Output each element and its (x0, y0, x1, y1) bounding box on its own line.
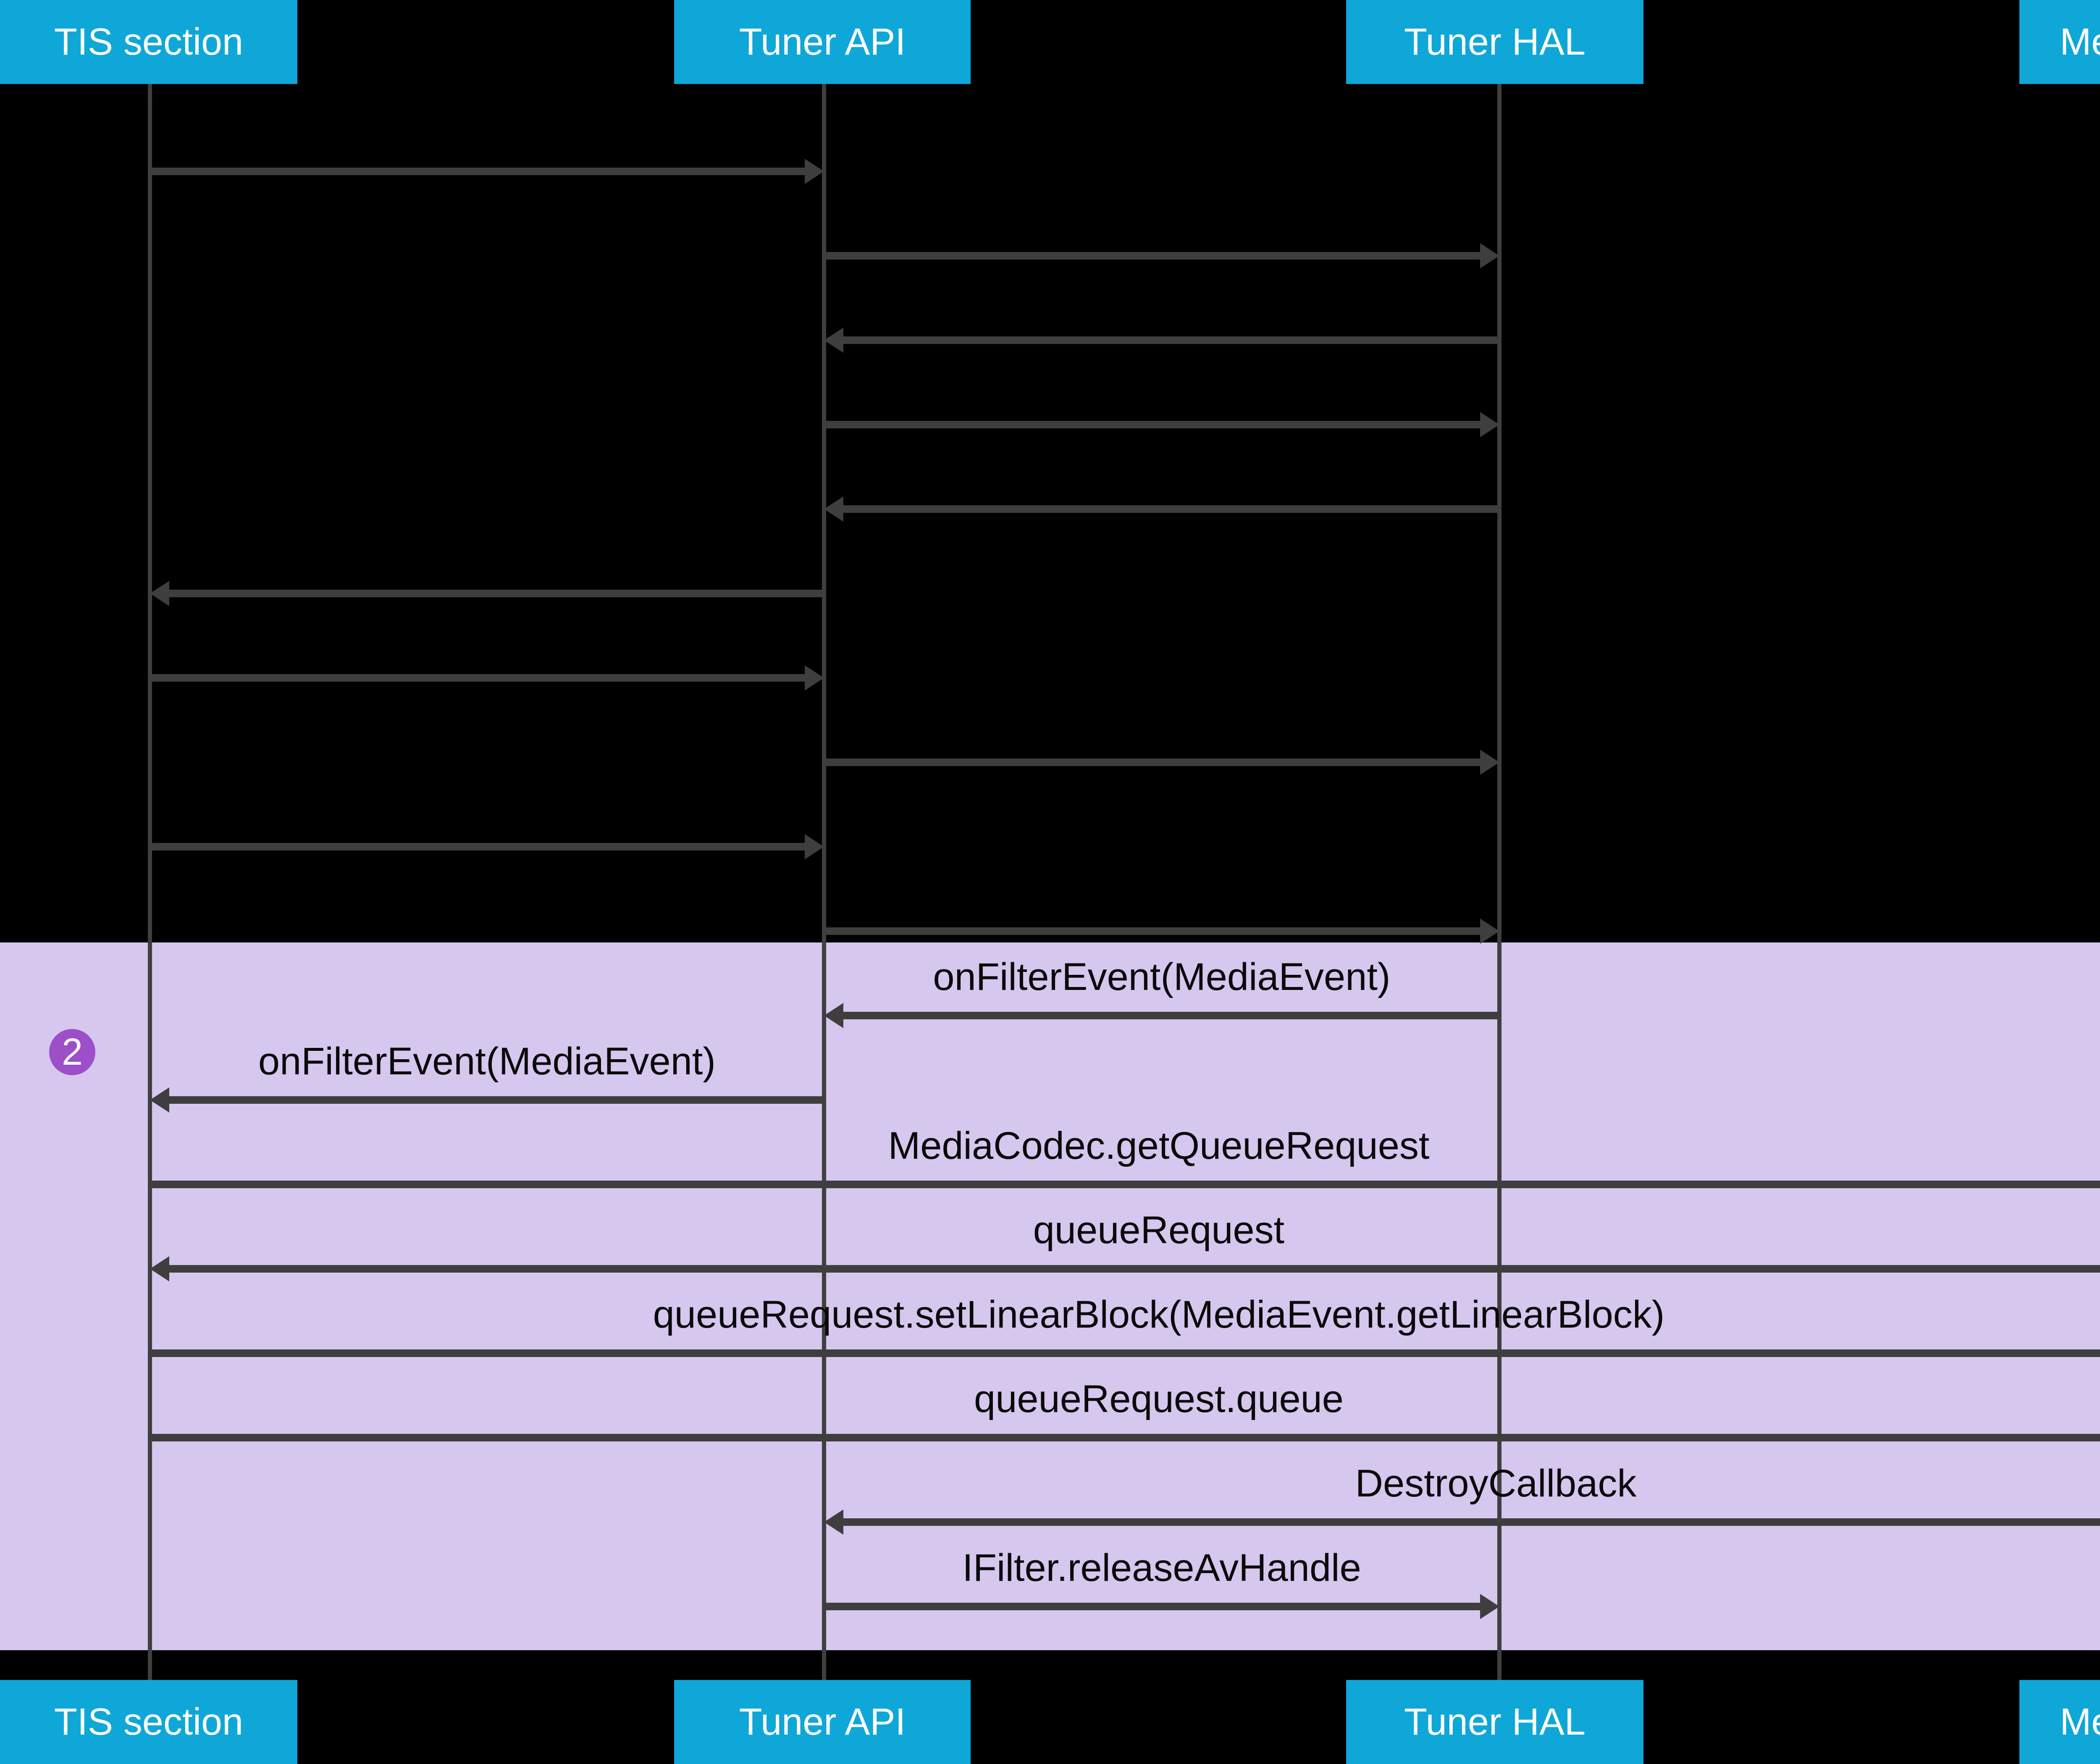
message-arrow (150, 674, 807, 682)
arrowhead-right-icon (1480, 243, 1499, 268)
arrowhead-left-icon (150, 581, 169, 606)
message-arrow (841, 1518, 2100, 1526)
actor-header-mediacodec-top: MediaCodec (2019, 0, 2100, 84)
message-arrow (824, 927, 1483, 935)
message-arrow (167, 1265, 2100, 1273)
arrowhead-left-icon (824, 1509, 843, 1535)
actor-header-mediacodec-bottom: MediaCodec (2019, 1680, 2100, 1764)
actor-header-tuner-api-bottom: Tuner API (674, 1680, 971, 1764)
actor-header-tuner-api-top: Tuner API (674, 0, 971, 84)
message-arrow (824, 252, 1483, 260)
message-label: DestroyCallback (1355, 1462, 1637, 1505)
arrowhead-left-icon (824, 328, 843, 353)
arrowhead-right-icon (805, 159, 824, 184)
message-arrow (841, 336, 1499, 344)
message-arrow (824, 759, 1483, 766)
arrowhead-right-icon (805, 665, 824, 690)
message-arrow (150, 843, 807, 850)
lifeline-tis (148, 84, 152, 1680)
actor-header-tuner-hal-top: Tuner HAL (1346, 0, 1643, 84)
message-label: queueRequest.queue (974, 1378, 1344, 1420)
message-label: queueRequest.setLinearBlock(MediaEvent.g… (653, 1293, 1665, 1336)
actor-header-tis-top: TIS section (0, 0, 297, 84)
arrowhead-right-icon (1480, 1594, 1499, 1619)
message-arrow (150, 1349, 2100, 1357)
message-arrow (150, 168, 807, 175)
message-arrow (841, 1012, 1499, 1019)
lifeline-api (822, 84, 826, 1680)
lifeline-hal (1497, 84, 1502, 1680)
step-badge: 2 (49, 1029, 95, 1075)
message-arrow (150, 1434, 2100, 1441)
message-label: onFilterEvent(MediaEvent) (933, 956, 1391, 998)
highlight-band (0, 942, 2100, 1650)
message-arrow (167, 590, 824, 597)
arrowhead-right-icon (1480, 750, 1499, 775)
message-label: onFilterEvent(MediaEvent) (258, 1040, 716, 1083)
message-arrow (167, 1096, 824, 1104)
arrowhead-left-icon (150, 1256, 169, 1281)
arrowhead-right-icon (805, 834, 824, 859)
arrowhead-left-icon (824, 1003, 843, 1028)
actor-header-tis-bottom: TIS section (0, 1680, 297, 1764)
arrowhead-right-icon (1480, 412, 1499, 437)
message-arrow (824, 421, 1483, 428)
message-arrow (150, 1181, 2100, 1188)
message-arrow (841, 505, 1499, 513)
message-label: queueRequest (1033, 1209, 1285, 1252)
arrowhead-left-icon (150, 1087, 169, 1113)
message-arrow (824, 1603, 1483, 1610)
arrowhead-left-icon (824, 496, 843, 522)
actor-header-tuner-hal-bottom: Tuner HAL (1346, 1680, 1643, 1764)
message-label: IFilter.releaseAvHandle (962, 1546, 1361, 1589)
message-label: MediaCodec.getQueueRequest (888, 1124, 1430, 1167)
arrowhead-right-icon (1480, 919, 1499, 944)
